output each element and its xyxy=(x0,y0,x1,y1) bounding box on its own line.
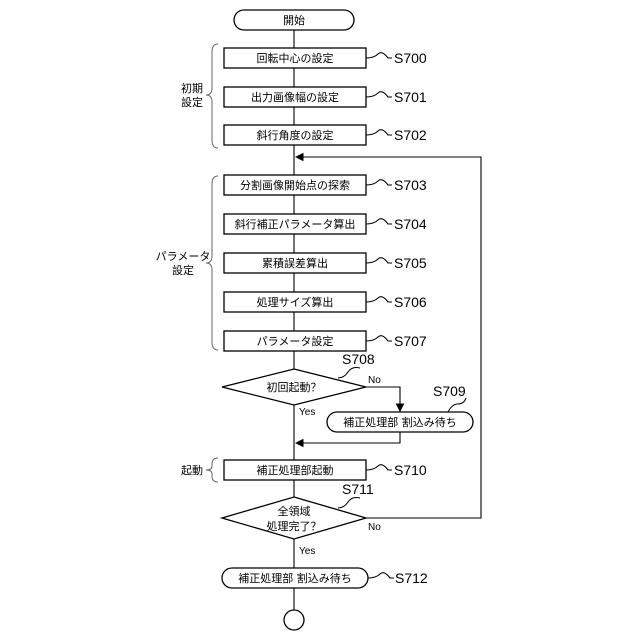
decision2-line1: 全領域 xyxy=(278,504,311,518)
step-label: 処理サイズ算出 xyxy=(257,295,334,309)
brace-param xyxy=(206,176,218,350)
leader-line xyxy=(366,180,392,185)
wait1-label: 補正処理部 割込み待ち xyxy=(343,415,457,429)
start-label: 開始 xyxy=(283,13,305,27)
group-label-param-2: 設定 xyxy=(172,263,194,277)
launch-step-label: 補正処理部起動 xyxy=(257,463,334,477)
step-label: 出力画像幅の設定 xyxy=(251,90,339,104)
group-label-initial-1: 初期 xyxy=(181,81,203,95)
leader-line xyxy=(338,498,360,509)
decision2-yes: Yes xyxy=(299,546,315,557)
decision1-yes: Yes xyxy=(299,407,315,418)
group-label-initial-2: 設定 xyxy=(181,95,203,109)
decision2-line2: 処理完了？ xyxy=(267,519,322,533)
leader-line xyxy=(366,92,392,97)
decision1-no: No xyxy=(368,375,381,386)
no-branch-connector xyxy=(366,387,400,411)
brace-initial xyxy=(206,44,218,148)
step-label: 分割画像開始点の探索 xyxy=(240,178,350,192)
decision1-label: 初回起動？ xyxy=(267,380,322,394)
step-label: 累積誤差算出 xyxy=(262,256,328,270)
group-label-launch: 起動 xyxy=(181,463,203,477)
return-connector xyxy=(296,432,400,443)
wait2-label: 補正処理部 割込み待ち xyxy=(238,571,352,585)
group-label-param-1: パラメータ xyxy=(156,250,211,263)
decision2-no: No xyxy=(368,522,381,533)
launch-step-id: S710 xyxy=(394,462,427,478)
step-id: S700 xyxy=(394,50,427,66)
leader-line xyxy=(366,219,392,224)
leader-line xyxy=(448,398,466,412)
step-id: S706 xyxy=(394,294,427,310)
leader-line xyxy=(366,258,392,263)
step-id: S704 xyxy=(394,216,427,232)
leader-line xyxy=(366,53,392,58)
step-id: S701 xyxy=(394,89,427,105)
leader-line xyxy=(338,368,360,379)
wait2-id: S712 xyxy=(395,570,428,586)
end-connector-circle xyxy=(284,610,304,630)
wait1-id: S709 xyxy=(433,383,466,399)
step-id: S702 xyxy=(394,127,427,143)
step-id: S705 xyxy=(394,255,427,271)
step-label: 斜行補正パラメータ算出 xyxy=(235,217,356,231)
decision2-id: S711 xyxy=(342,481,374,497)
leader-line xyxy=(368,573,394,578)
brace-launch xyxy=(206,458,218,482)
decision1-id: S708 xyxy=(342,351,375,367)
step-label: 斜行角度の設定 xyxy=(257,128,334,142)
leader-line xyxy=(366,465,392,470)
step-id: S703 xyxy=(394,177,427,193)
leader-line xyxy=(366,336,392,341)
leader-line xyxy=(366,130,392,135)
leader-line xyxy=(366,297,392,302)
step-id: S707 xyxy=(394,333,427,349)
step-label: パラメータ設定 xyxy=(257,334,334,348)
step-label: 回転中心の設定 xyxy=(257,51,334,65)
